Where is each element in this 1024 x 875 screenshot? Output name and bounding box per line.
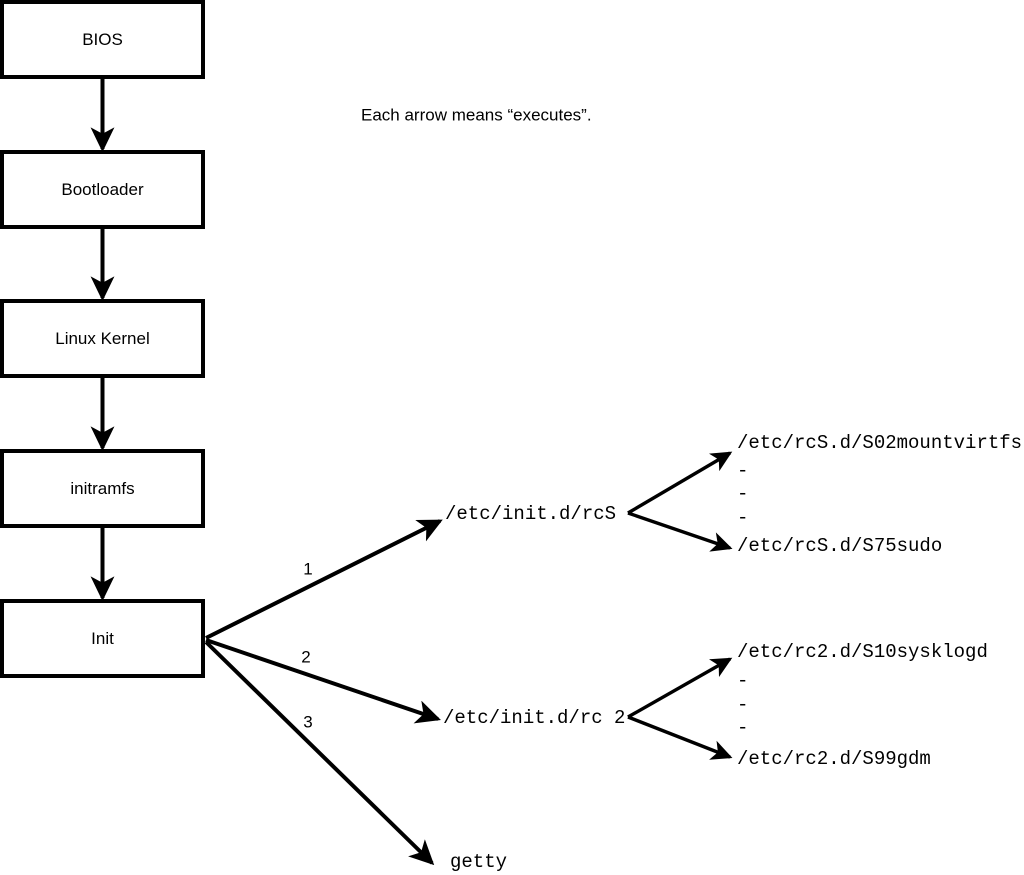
init-branch-arrows: 1 2 3: [204, 451, 733, 866]
script-arrow--etc-rc2-d-s99gdm: [627, 715, 733, 760]
branch-target-labels: /etc/init.d/rcS/etc/rcS.d/S02mountvirtfs…: [443, 432, 1022, 873]
ellipsis-dash-2-3: -: [737, 717, 748, 739]
script-label--etc-rcs-d-s02mountvirtfs: /etc/rcS.d/S02mountvirtfs: [737, 432, 1022, 454]
script-arrow--etc-rcs-d-s75sudo: [627, 511, 733, 552]
stage-box-bios[interactable]: [0, 0, 205, 79]
branch-number-1: 1: [303, 559, 312, 578]
stage-label-linux-kernel: Linux Kernel: [55, 329, 150, 348]
script-label--etc-rc2-d-s10sysklogd: /etc/rc2.d/S10sysklogd: [737, 641, 988, 663]
stage-label-bios: BIOS: [82, 30, 123, 49]
script-arrow--etc-rc2-d-s10sysklogd: [627, 657, 733, 719]
branch-target--etc-init-d-rcs: /etc/init.d/rcS: [445, 503, 616, 525]
branch-target--etc-init-d-rc-2: /etc/init.d/rc 2: [443, 707, 625, 729]
branch-target-getty: getty: [450, 851, 507, 873]
stage-label-initramfs: initramfs: [70, 479, 134, 498]
init-branch-arrow-3: [204, 640, 435, 866]
ellipsis-dash-1-3: -: [737, 507, 748, 529]
script-label--etc-rc2-d-s99gdm: /etc/rc2.d/S99gdm: [737, 748, 931, 770]
stage-box-linux-kernel[interactable]: [0, 299, 205, 378]
ellipsis-dash-1-1: -: [737, 460, 748, 482]
ellipsis-dash-2-2: -: [737, 694, 748, 716]
init-branch-arrow-2: [205, 638, 441, 724]
ellipsis-dash-2-1: -: [737, 670, 748, 692]
script-arrow--etc-rcs-d-s02mountvirtfs: [627, 451, 733, 515]
stage-box-init[interactable]: [0, 599, 205, 678]
script-label--etc-rcs-d-s75sudo: /etc/rcS.d/S75sudo: [737, 535, 942, 557]
stage-label-init: Init: [91, 629, 114, 648]
branch-number-2: 2: [301, 647, 310, 666]
stage-label-bootloader: Bootloader: [61, 180, 144, 199]
branch-number-3: 3: [303, 712, 312, 731]
init-branch-arrow-1: [205, 519, 443, 640]
caption-text: Each arrow means “executes”.: [361, 105, 592, 124]
ellipsis-dash-1-2: -: [737, 483, 748, 505]
